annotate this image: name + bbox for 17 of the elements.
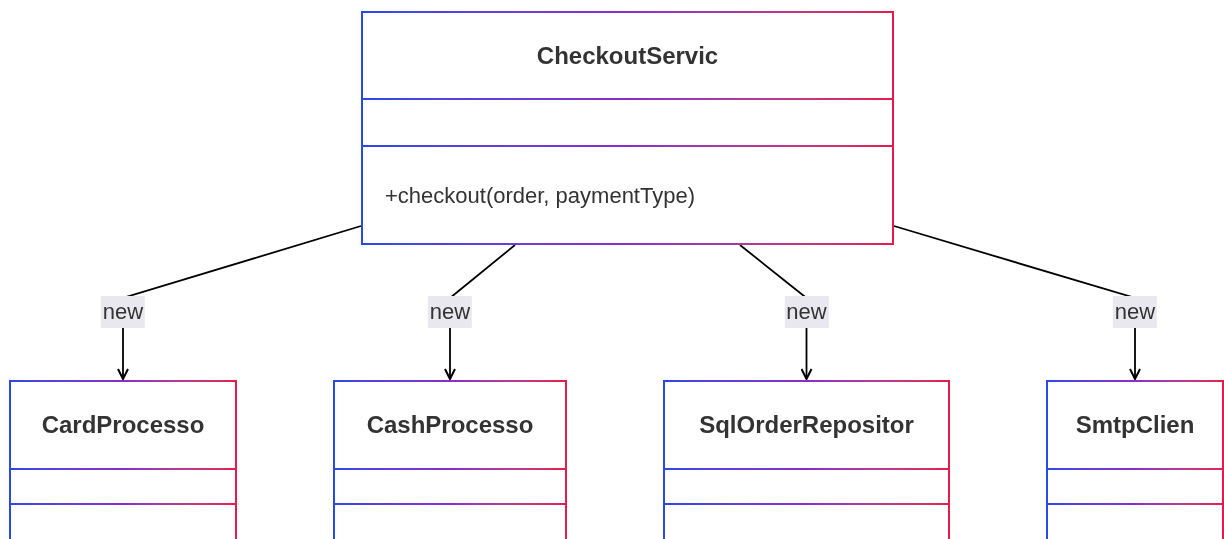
- class-box: [9, 380, 237, 539]
- class-name: CashProcesso: [366, 410, 534, 440]
- arrow: [893, 225, 1141, 380]
- class-box: [333, 380, 567, 539]
- edge-label: new: [100, 296, 146, 328]
- class-box: [663, 380, 950, 539]
- class-name: CheckoutServic: [536, 40, 719, 71]
- method-text: +checkout(order, paymentType): [385, 181, 695, 210]
- class-name: CardProcesso: [41, 410, 205, 440]
- class-name: SmtpClien: [1075, 410, 1195, 440]
- arrow: [117, 225, 362, 380]
- edge-label: new: [427, 296, 473, 328]
- class-name: SqlOrderRepositor: [699, 410, 914, 440]
- class-box: [1046, 380, 1224, 539]
- edge-label: new: [784, 296, 829, 328]
- edge-label: new: [1112, 296, 1158, 328]
- class-box: [361, 11, 894, 245]
